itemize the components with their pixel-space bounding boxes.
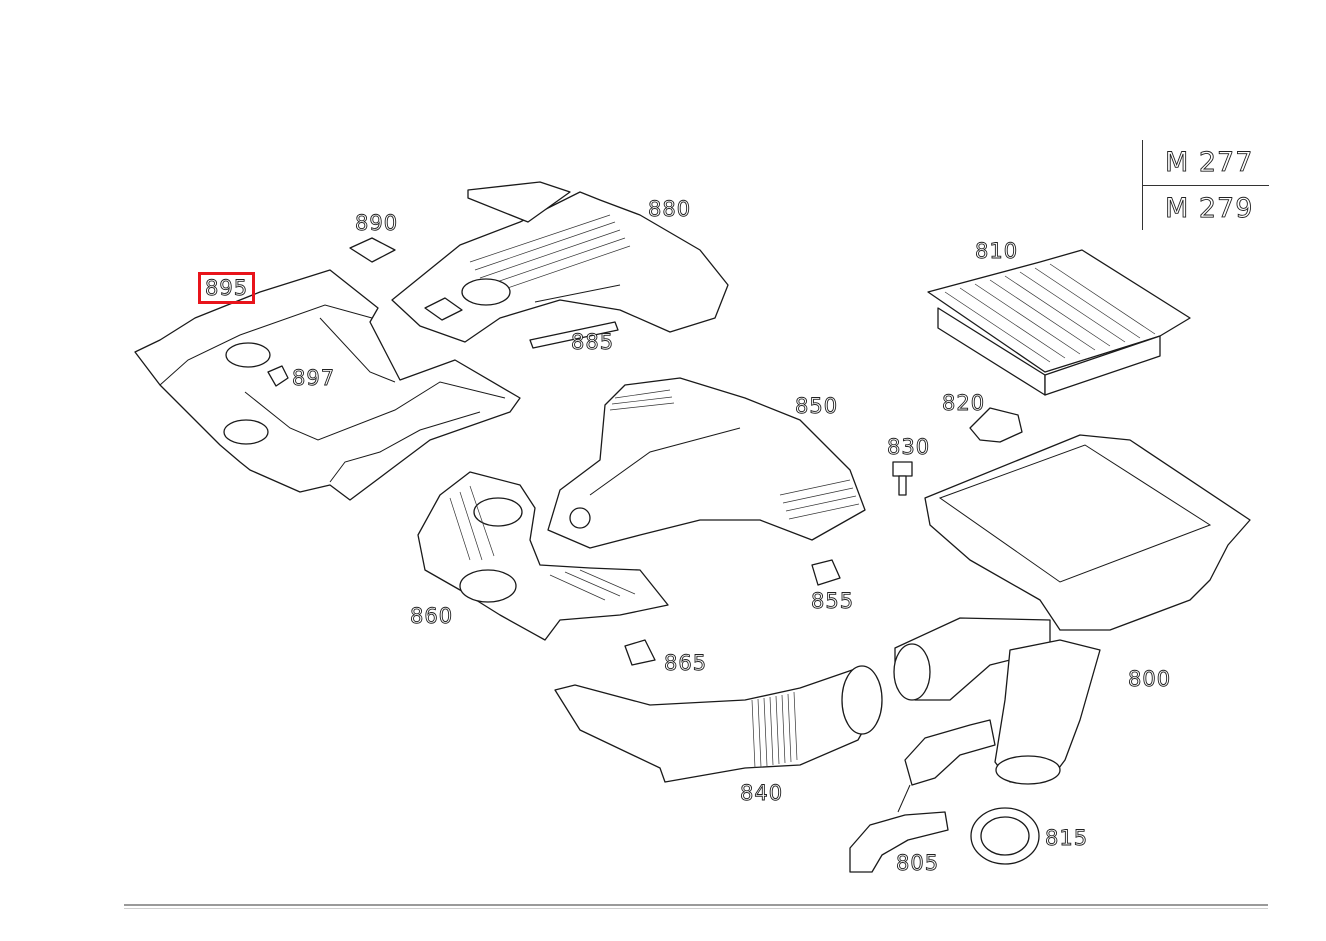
callout-805[interactable]: 805: [896, 851, 940, 876]
part-890-pad[interactable]: [349, 237, 396, 263]
bottom-divider: [124, 904, 1268, 906]
part-865-clip[interactable]: [624, 639, 656, 666]
part-820-bracket[interactable]: [969, 407, 1023, 443]
callout-830[interactable]: 830: [887, 435, 931, 460]
callout-895[interactable]: 895: [197, 272, 256, 304]
callout-810[interactable]: 810: [975, 239, 1019, 264]
part-855-bracket[interactable]: [811, 559, 841, 586]
part-860-duct[interactable]: [417, 471, 669, 641]
callout-850[interactable]: 850: [795, 394, 839, 419]
part-810-air-filter[interactable]: [927, 249, 1191, 396]
model-code-m277: M 277: [1165, 147, 1254, 179]
callout-880[interactable]: 880: [648, 197, 692, 222]
callout-885[interactable]: 885: [571, 330, 615, 355]
callout-897[interactable]: 897: [292, 366, 336, 391]
callout-840[interactable]: 840: [740, 781, 784, 806]
callout-855[interactable]: 855: [811, 589, 855, 614]
part-885-emblem[interactable]: [529, 321, 619, 349]
part-840-intake-hose[interactable]: [554, 665, 883, 783]
callout-860[interactable]: 860: [410, 604, 454, 629]
part-850-engine-cover[interactable]: [547, 377, 866, 549]
part-815-seal-ring[interactable]: [970, 807, 1040, 865]
model-code-m279: M 279: [1143, 185, 1269, 231]
callout-890[interactable]: 890: [355, 211, 399, 236]
part-805-hose[interactable]: [849, 719, 996, 873]
callout-800[interactable]: 800: [1128, 667, 1172, 692]
model-code-box: M 277 M 279: [1142, 140, 1269, 230]
part-830-bolt[interactable]: [892, 461, 913, 496]
part-800-air-box[interactable]: [893, 434, 1251, 785]
callout-815[interactable]: 815: [1045, 826, 1089, 851]
bottom-divider-shadow: [124, 908, 1268, 909]
callout-865[interactable]: 865: [664, 651, 708, 676]
part-880-engine-cover[interactable]: [391, 181, 729, 343]
callout-820[interactable]: 820: [942, 391, 986, 416]
part-897-clip[interactable]: [267, 365, 289, 387]
part-895-engine-cover[interactable]: [134, 269, 521, 501]
